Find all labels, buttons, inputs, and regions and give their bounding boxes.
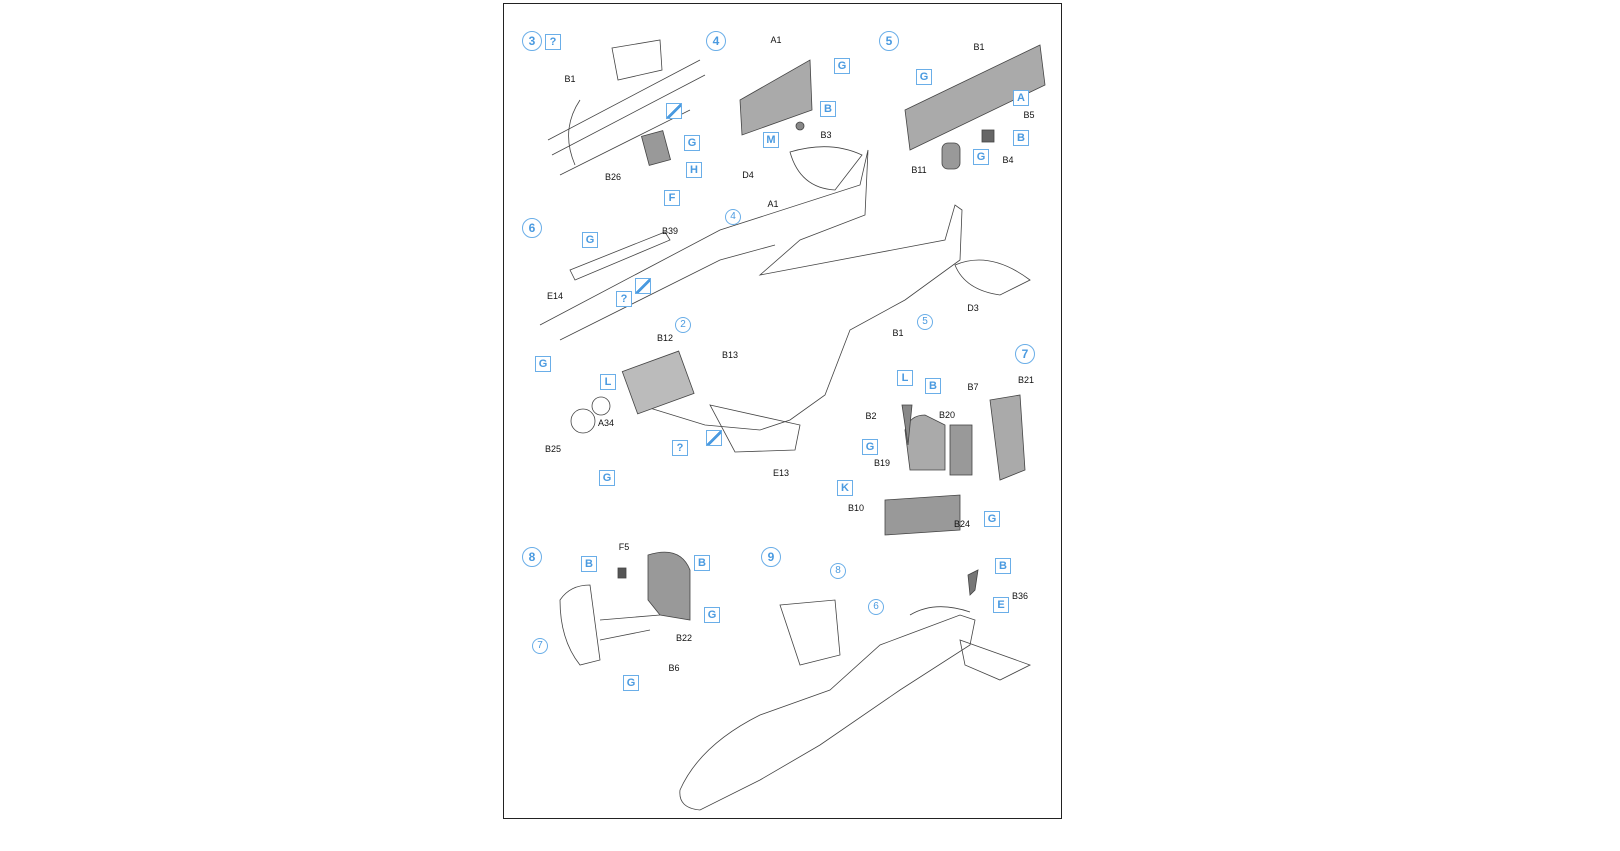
part-label: B12 [656, 333, 674, 343]
paint-code-box: ? [672, 440, 688, 456]
part-label: B19 [873, 458, 891, 468]
part-label: B36 [1011, 591, 1029, 601]
step-number-5: 5 [879, 31, 899, 51]
part-label: D3 [967, 303, 979, 313]
paint-stripe-icon [666, 103, 682, 119]
paint-code-box: G [599, 470, 615, 486]
paint-code-box: F [664, 190, 680, 206]
sub-assembly-ref: 6 [868, 599, 884, 615]
part-label: B5 [1023, 110, 1035, 120]
part-label: B6 [668, 663, 680, 673]
paint-code-box: B [820, 101, 836, 117]
paint-stripe-icon [706, 430, 722, 446]
paint-code-box: G [623, 675, 639, 691]
step-number-8: 8 [522, 547, 542, 567]
paint-code-box: K [837, 480, 853, 496]
step8-seat-frame-drawing [559, 551, 691, 666]
paint-code-box: G [916, 69, 932, 85]
paint-code-box: G [973, 149, 989, 165]
paint-code-box: L [600, 374, 616, 390]
paint-code-box: G [834, 58, 850, 74]
paint-code-box: G [684, 135, 700, 151]
part-label: B22 [675, 633, 693, 643]
part-label: B20 [938, 410, 956, 420]
sub-assembly-ref: 4 [725, 209, 741, 225]
step9-aircraft-drawing [679, 569, 1032, 811]
part-label: B13 [721, 350, 739, 360]
sub-assembly-ref: 7 [532, 638, 548, 654]
paint-stripe-icon [635, 278, 651, 294]
step-number-4: 4 [706, 31, 726, 51]
step-number-3: 3 [522, 31, 542, 51]
step4-cockpit-panel [739, 59, 863, 191]
part-label: B26 [604, 172, 622, 182]
step5-cockpit-panel [904, 44, 1046, 170]
paint-code-box: G [582, 232, 598, 248]
part-label: B4 [1002, 155, 1014, 165]
step-number-7: 7 [1015, 344, 1035, 364]
part-label: B39 [661, 226, 679, 236]
sub-assembly-ref: 2 [675, 317, 691, 333]
paint-code-box: B [995, 558, 1011, 574]
part-label: B24 [953, 519, 971, 529]
paint-code-box: G [862, 439, 878, 455]
paint-code-box: B [925, 378, 941, 394]
part-label: B1 [973, 42, 985, 52]
step-number-9: 9 [761, 547, 781, 567]
paint-code-box: M [763, 132, 779, 148]
part-label: F5 [618, 542, 630, 552]
paint-code-box: E [993, 597, 1009, 613]
step6-fuselage-drawing [539, 149, 1031, 453]
part-label: B11 [911, 165, 927, 175]
part-label: B3 [820, 130, 832, 140]
step3-fuselage-drawing [547, 39, 706, 176]
part-label: B2 [865, 411, 877, 421]
part-label: E14 [546, 291, 564, 301]
part-label: B1 [564, 74, 576, 84]
paint-code-box: ? [616, 291, 632, 307]
paint-code-box: L [897, 370, 913, 386]
sub-assembly-ref: 8 [830, 563, 846, 579]
part-label: B10 [847, 503, 865, 513]
part-label: B7 [967, 382, 979, 392]
part-label: B25 [544, 444, 562, 454]
part-label: B1 [892, 328, 904, 338]
part-label: A1 [767, 199, 779, 209]
paint-code-box: A [1013, 90, 1029, 106]
paint-code-box: G [535, 356, 551, 372]
paint-code-box: ? [545, 34, 561, 50]
paint-code-box: H [686, 162, 702, 178]
step-number-6: 6 [522, 218, 542, 238]
paint-code-box: G [984, 511, 1000, 527]
part-label: A1 [770, 35, 782, 45]
part-label: A34 [597, 418, 615, 428]
part-label: D4 [742, 170, 754, 180]
step7-seat-drawing [884, 394, 1026, 536]
part-label: B21 [1017, 375, 1035, 385]
part-label: E13 [772, 468, 790, 478]
paint-code-box: B [694, 555, 710, 571]
paint-code-box: G [704, 607, 720, 623]
paint-code-box: B [581, 556, 597, 572]
paint-code-box: B [1013, 130, 1029, 146]
sub-assembly-ref: 5 [917, 314, 933, 330]
